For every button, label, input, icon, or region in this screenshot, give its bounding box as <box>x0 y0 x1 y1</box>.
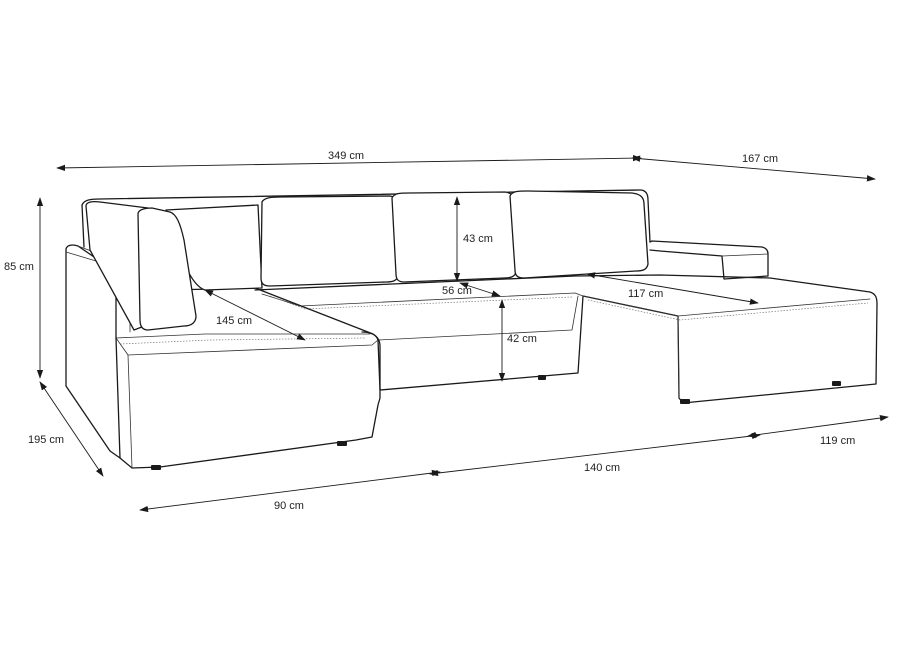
middle-seat-platform <box>254 274 878 404</box>
right-chaise-piping <box>587 299 869 321</box>
foot-4 <box>680 399 690 404</box>
dim-line-119 <box>747 414 889 439</box>
left-chaise-front-top <box>127 339 379 356</box>
label-height: 85 cm <box>4 261 34 273</box>
back-cushion-2 <box>260 195 399 287</box>
right-chaise-top <box>582 295 871 317</box>
label-total-width: 349 cm <box>328 150 364 162</box>
label-chaise-depth-right: 167 cm <box>742 153 778 165</box>
back-cushion-4 <box>509 190 649 279</box>
label-seat-depth: 56 cm <box>442 285 472 297</box>
left-chaise-seat <box>119 287 381 469</box>
left-corner-cushion-front <box>137 207 197 331</box>
right-chaise-corner <box>677 315 680 399</box>
label-seat-height: 42 cm <box>507 333 537 345</box>
dim-line-195 <box>39 381 104 477</box>
dim-line-145 <box>204 289 306 341</box>
label-depth-left: 195 cm <box>28 434 64 446</box>
foot-2 <box>337 441 347 446</box>
label-left-width: 90 cm <box>274 500 304 512</box>
dim-line-140 <box>429 432 761 477</box>
right-armrest <box>649 240 769 280</box>
foot-1 <box>151 465 161 470</box>
left-chaise-top <box>115 333 371 339</box>
dim-line-90 <box>139 469 441 513</box>
dim-line-117 <box>586 272 759 305</box>
label-right-width: 119 cm <box>820 435 855 447</box>
right-armrest-front <box>721 253 769 257</box>
sofa-drawing <box>65 189 878 470</box>
dimension-lines <box>36 154 889 513</box>
dimension-labels: 349 cm 167 cm 85 cm 195 cm 145 cm 43 cm … <box>4 150 855 512</box>
back-cushion-3 <box>391 191 517 283</box>
left-chaise-piping <box>119 337 367 345</box>
middle-seat-cushion-edge <box>261 292 584 307</box>
foot-5 <box>832 381 841 386</box>
middle-seat-front <box>377 295 579 341</box>
label-seat-length-left: 145 cm <box>216 315 252 327</box>
label-middle-width: 140 cm <box>584 462 620 474</box>
middle-seat-piping <box>269 295 573 310</box>
dim-line-167 <box>631 155 876 182</box>
label-backrest-height: 43 cm <box>463 233 493 245</box>
dim-line-349 <box>56 154 642 172</box>
back-frame <box>81 189 651 243</box>
dim-line-56 <box>459 282 501 297</box>
label-seat-length-right: 117 cm <box>628 288 663 300</box>
foot-3 <box>538 375 546 380</box>
